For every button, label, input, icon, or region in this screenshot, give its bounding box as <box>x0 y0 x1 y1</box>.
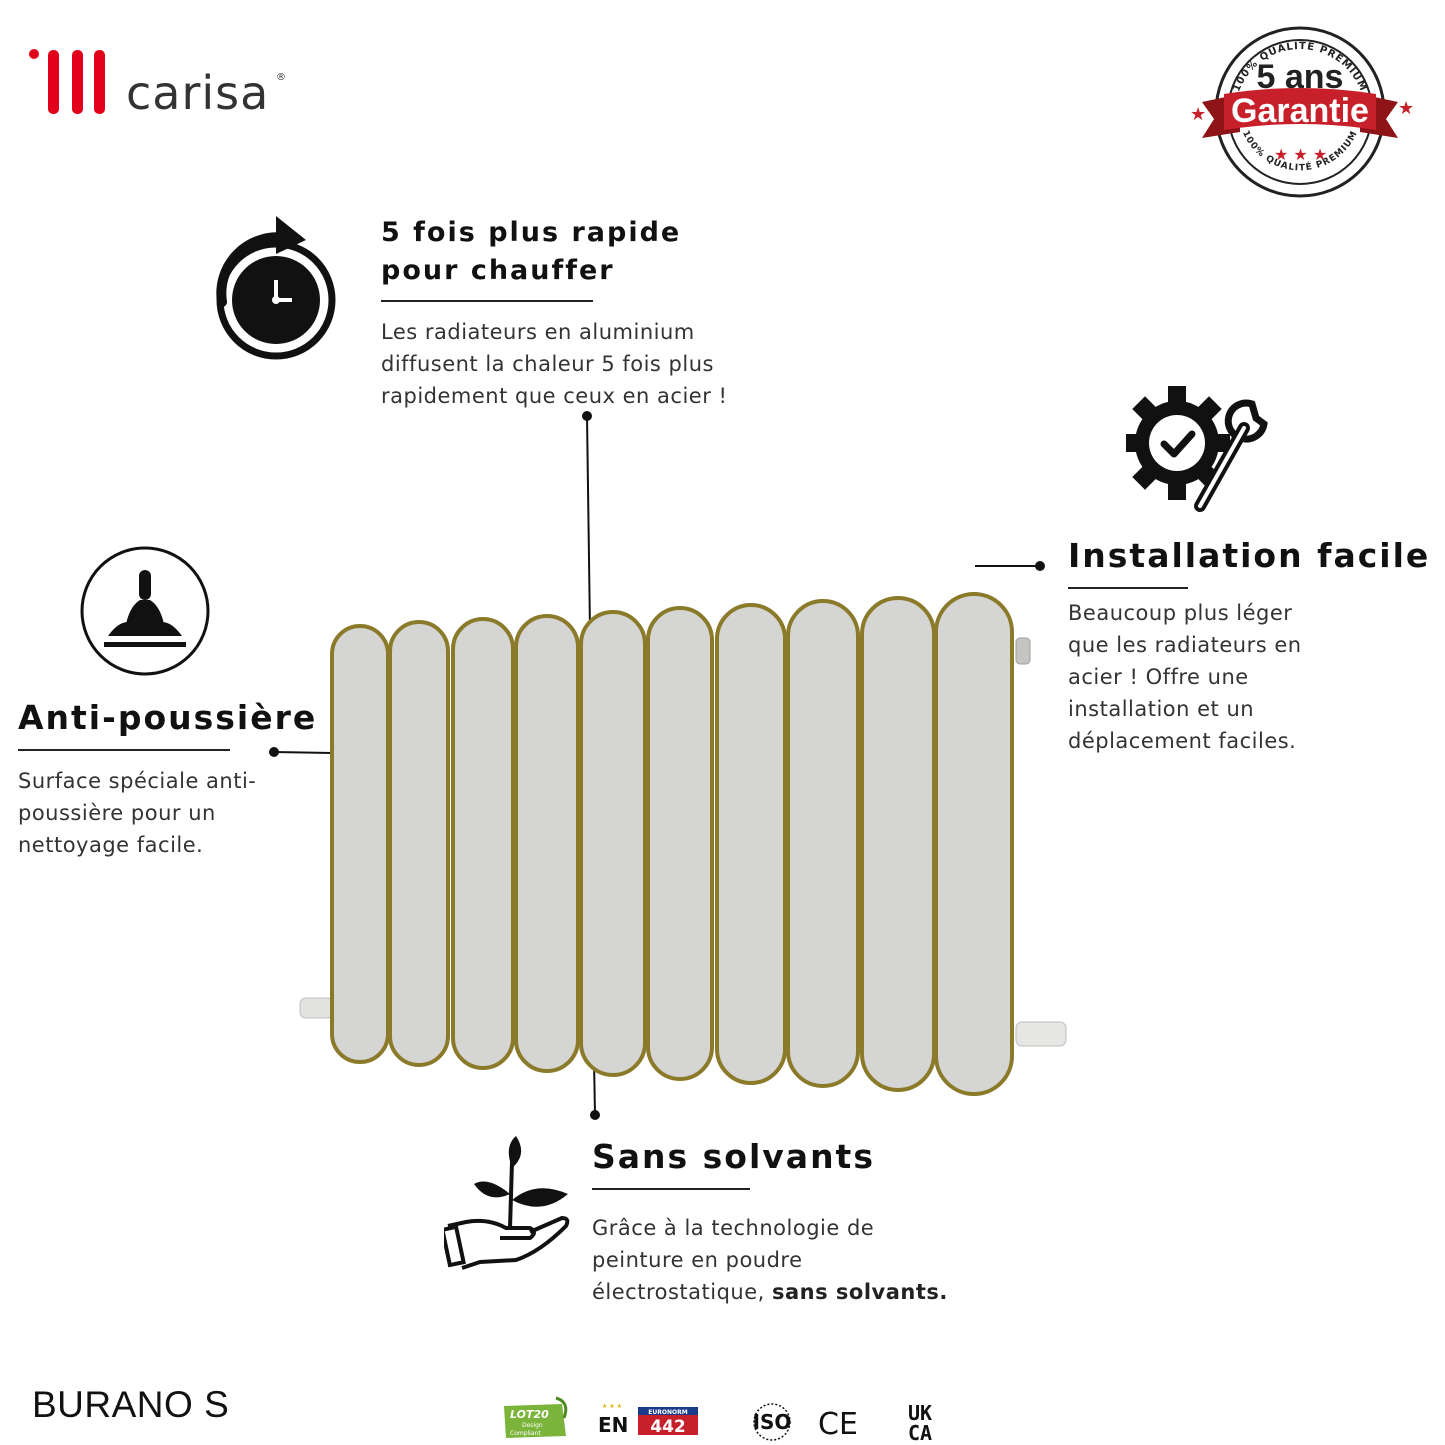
radiator-column <box>451 617 515 1070</box>
en442-logo: EN EURONORM 442 ★ ★ ★ <box>598 1403 698 1437</box>
title-underline <box>381 300 593 302</box>
certification-logos: LOT20 Design Compliant EN EURONORM 442 ★… <box>504 1396 932 1444</box>
brand-logo: carisa ® <box>28 44 308 124</box>
radiator-column <box>860 596 936 1092</box>
svg-text:Design: Design <box>522 1422 543 1429</box>
feature-easy-install: Installation facile Beaucoup plus léger … <box>1068 535 1438 757</box>
feature-fast-heating: 5 fois plus rapide pour chauffer Les rad… <box>381 214 781 412</box>
feature-solvent-free: Sans solvants Grâce à la technologie de … <box>592 1136 972 1308</box>
plant-hand-icon <box>444 1136 570 1270</box>
star-icon: ★ <box>1190 104 1206 125</box>
radiator-column <box>786 599 860 1088</box>
svg-text:CE: CE <box>818 1407 858 1442</box>
radiator-column <box>934 592 1014 1096</box>
feature-description: Grâce à la technologie de peinture en po… <box>592 1216 948 1304</box>
title-underline <box>18 749 230 751</box>
title-underline <box>592 1188 750 1190</box>
radiator-column <box>579 610 647 1077</box>
svg-text:CA: CA <box>908 1421 932 1444</box>
radiator-column <box>388 620 450 1067</box>
radiator-valve-right <box>1015 637 1067 1047</box>
lot20-logo: LOT20 Design Compliant <box>504 1396 568 1438</box>
brand-name: carisa <box>126 66 270 120</box>
star-icon: ★ ★ ★ <box>602 1403 622 1410</box>
star-icon: ★ ★ ★ <box>1274 145 1327 164</box>
ce-logo: CE <box>818 1407 858 1442</box>
feature-title: 5 fois plus rapide pour chauffer <box>381 217 682 286</box>
feature-title: Sans solvants <box>592 1137 875 1176</box>
radiator-columns <box>330 592 1014 1096</box>
title-underline <box>1068 587 1188 589</box>
logo-bars-icon <box>29 49 105 114</box>
svg-text:ISO: ISO <box>753 1410 792 1434</box>
svg-text:442: 442 <box>650 1417 686 1437</box>
radiator-column <box>646 606 714 1081</box>
feature-title: Anti-poussière <box>18 698 318 737</box>
radiator-valve-left <box>299 997 335 1019</box>
radiator-column <box>330 624 390 1064</box>
badge-ribbon-text: Garantie <box>1231 92 1369 130</box>
feature-description: Beaucoup plus léger que les radiateurs e… <box>1068 601 1302 753</box>
model-name: BURANO S <box>32 1384 230 1425</box>
feature-description: Les radiateurs en aluminium diffusent la… <box>381 320 728 408</box>
svg-text:Compliant: Compliant <box>510 1430 541 1437</box>
radiator-product-image <box>299 592 1067 1096</box>
ukca-logo: UK CA <box>908 1401 932 1444</box>
svg-text:UK: UK <box>908 1401 932 1425</box>
iso-logo: ISO <box>753 1403 792 1441</box>
registered-mark: ® <box>276 72 286 83</box>
warranty-badge: 100% QUALITÉ PREMIUM 100% QUALITÉ PREMIU… <box>1190 26 1414 198</box>
radiator-column <box>514 614 580 1073</box>
radiator-column <box>715 603 787 1085</box>
star-icon: ★ <box>1398 98 1414 119</box>
gear-wrench-check-icon <box>1126 386 1268 512</box>
fast-heating-clock-icon <box>216 216 336 360</box>
svg-text:EN: EN <box>598 1413 628 1437</box>
feature-anti-dust: Anti-poussière Surface spéciale anti- po… <box>18 697 338 861</box>
dust-brush-icon <box>80 546 210 676</box>
feature-description: Surface spéciale anti- poussière pour un… <box>18 769 257 857</box>
feature-title: Installation facile <box>1068 536 1431 575</box>
svg-text:EURONORM: EURONORM <box>648 1409 687 1416</box>
svg-text:LOT20: LOT20 <box>510 1408 549 1421</box>
